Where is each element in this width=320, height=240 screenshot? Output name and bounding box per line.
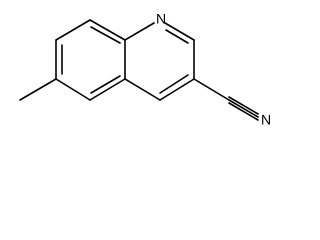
inner-double-bond-n1-c2 — [165, 29, 189, 44]
bond-n1-c2 — [164, 22, 195, 41]
inner-double-bond-c8-c8a — [90, 26, 121, 44]
nitrile-nitrogen-label: N — [261, 112, 271, 128]
bond-c5-c4a — [89, 78, 126, 101]
bond-c8a-n1 — [124, 22, 155, 41]
bond-c3-nitrile-carbon — [193, 78, 230, 101]
triple-bond-line-1 — [228, 96, 259, 115]
bond-c4-c4a — [124, 78, 161, 101]
chemical-structure-diagram: N N — [19, 10, 272, 128]
inner-double-bond-c3-c4 — [159, 74, 189, 94]
triple-bond-line-3 — [228, 102, 259, 121]
bond-c3-c4 — [159, 78, 195, 101]
ring-nitrogen-label: N — [156, 11, 166, 27]
molecule-svg: N N — [19, 11, 271, 128]
triple-bond-line-2 — [228, 99, 259, 118]
inner-double-bond-c5-c4a — [90, 75, 121, 94]
bond-c8-c7 — [55, 19, 91, 41]
bond-c6-c5 — [55, 78, 91, 101]
methyl-bond — [19, 78, 57, 101]
bond-c8a-c8 — [89, 19, 126, 41]
